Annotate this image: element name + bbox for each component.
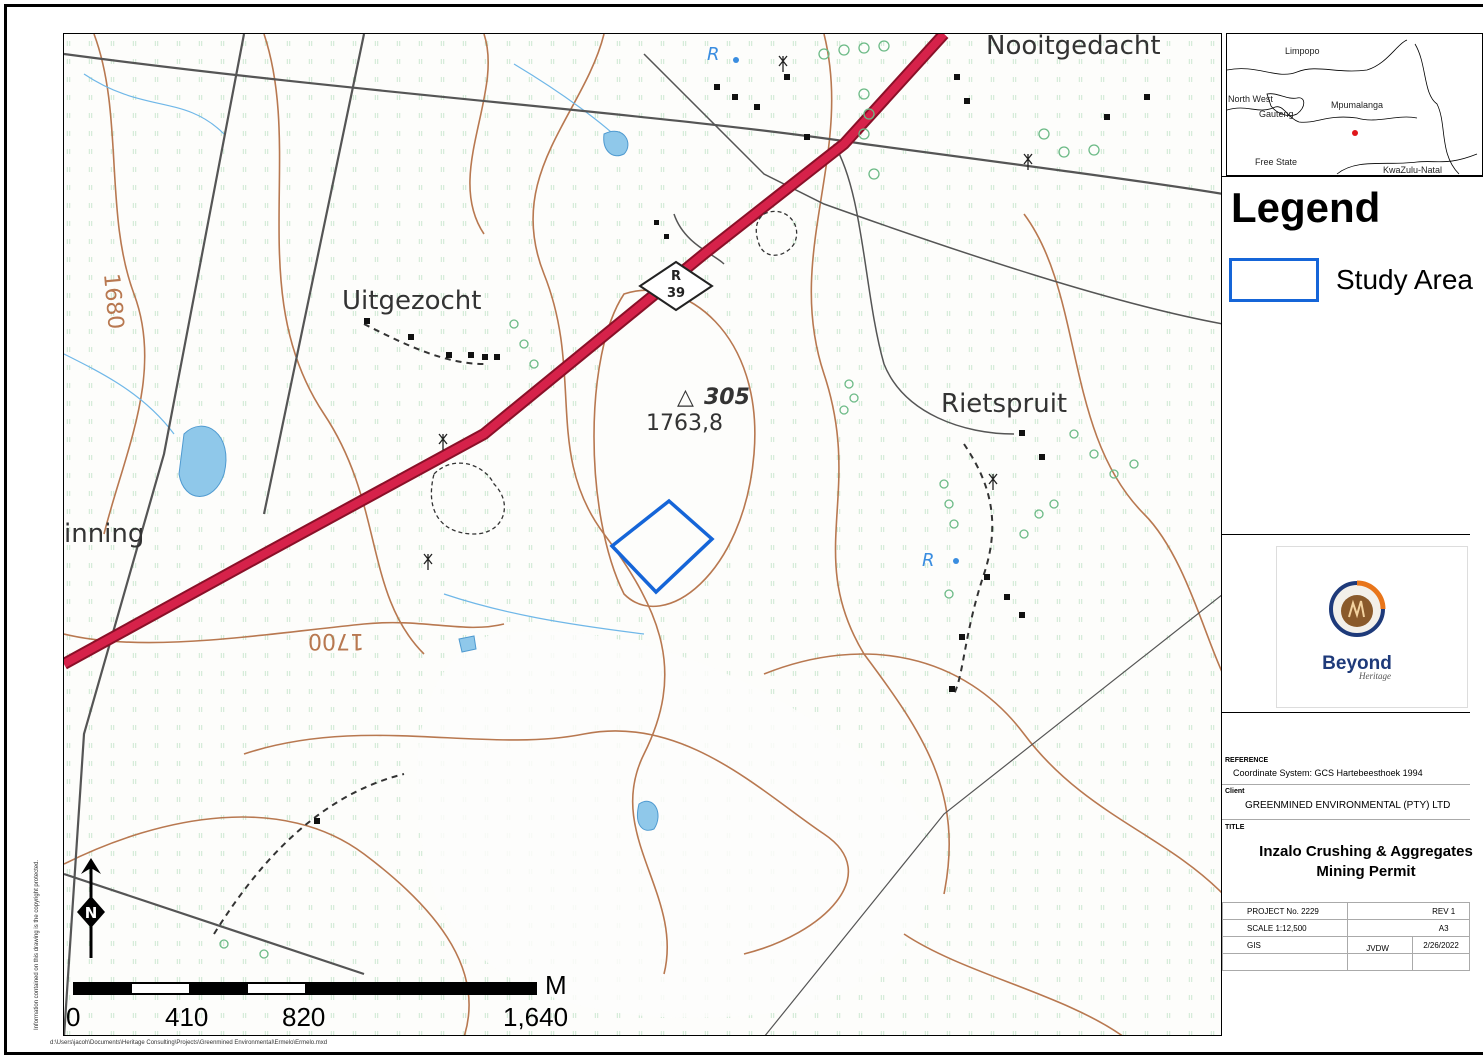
reservoir-label: R <box>707 44 720 65</box>
trig-beacon-label: 305 <box>704 385 750 410</box>
divider <box>1222 712 1470 713</box>
client-heading: Client <box>1225 788 1245 795</box>
divider <box>1222 534 1470 535</box>
legend-title: Legend <box>1231 184 1381 231</box>
scale-label: 820 <box>282 1002 326 1032</box>
logo-emblem-icon <box>1329 580 1386 637</box>
study-area-polygon <box>609 498 715 595</box>
svg-text:39: 39 <box>667 286 685 301</box>
streams <box>64 63 645 635</box>
coordinate-system: Coordinate System: GCS Hartebeesthoek 19… <box>1233 768 1423 778</box>
reference-heading: REFERENCE <box>1225 757 1269 764</box>
svg-text:N: N <box>85 904 98 922</box>
place-label: inning <box>64 519 144 549</box>
svg-text:R: R <box>671 269 681 284</box>
logo-tagline: Heritage <box>1359 671 1391 681</box>
scale-label: 410 <box>165 1002 209 1032</box>
grey-roads <box>64 34 1221 1035</box>
locality-inset-map[interactable]: Limpopo North West Gauteng Mpumalanga Fr… <box>1226 33 1483 176</box>
company-logo: Beyond Heritage <box>1276 546 1468 708</box>
reservoir-dot <box>733 57 739 63</box>
place-label: Nooitgedacht <box>986 34 1161 61</box>
client-name: GREENMINED ENVIRONMENTAL (PTY) LTD <box>1245 800 1451 811</box>
place-label: Rietspruit <box>941 389 1067 419</box>
scale-unit: M <box>545 970 567 1000</box>
main-road-r39 <box>64 34 947 668</box>
north-arrow-icon: N <box>77 858 105 958</box>
scale-label: 1,640 <box>503 1002 569 1032</box>
legend-item-study-area: Study Area <box>1336 264 1473 295</box>
map-canvas: ıı 1680 1700 <box>64 34 1221 1035</box>
orchards <box>430 210 798 535</box>
trig-triangle: △ <box>677 385 694 410</box>
reservoir-label: R <box>922 550 935 571</box>
secondary-road <box>673 143 1015 435</box>
location-marker-icon <box>1352 130 1358 136</box>
contour-label: 1700 <box>308 628 364 653</box>
map-title: Inzalo Crushing & Aggregates Mining Perm… <box>1259 843 1473 880</box>
logo-name: Beyond <box>1322 653 1392 674</box>
clear-area <box>416 631 931 1018</box>
title-heading: TITLE <box>1225 824 1245 831</box>
contour-label: 1680 <box>98 272 128 330</box>
reservoir-dot <box>953 558 959 564</box>
place-label: Uitgezocht <box>342 286 481 316</box>
tree-symbols <box>219 40 1139 959</box>
route-shield: R 39 <box>638 260 714 312</box>
study-area-swatch <box>1229 258 1319 302</box>
buildings <box>314 74 1150 824</box>
copyright-note: Information contained on this drawing is… <box>34 859 40 1030</box>
spot-height-label: 1763,8 <box>646 411 723 436</box>
page-frame <box>4 4 1483 1055</box>
dams <box>178 131 659 831</box>
windmills <box>423 55 1033 570</box>
scale-label: 0 <box>66 1002 81 1032</box>
file-path: d:\Users\jacoh\Documents\Heritage Consul… <box>50 1040 328 1046</box>
divider <box>1222 176 1483 177</box>
contour-lines <box>64 34 1221 1035</box>
tracks <box>213 323 994 935</box>
topographic-map[interactable]: ıı 1680 1700 <box>63 33 1222 1036</box>
